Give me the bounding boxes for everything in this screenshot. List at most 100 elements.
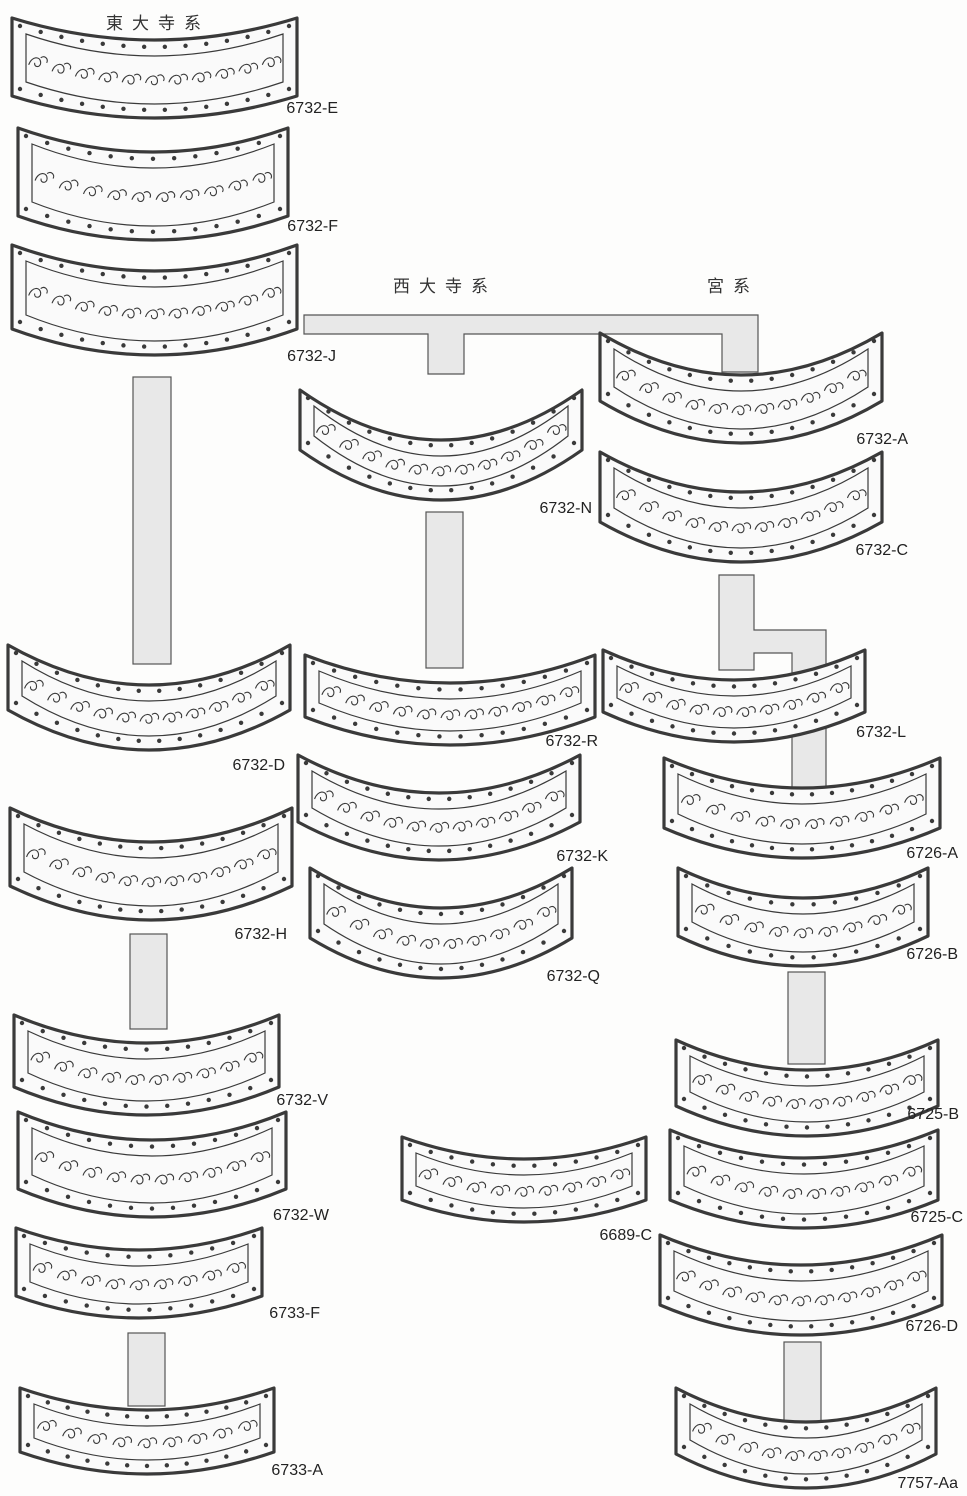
border-dot [357,950,361,954]
border-dot [702,1055,706,1059]
border-dot [57,894,61,898]
border-dot [783,1425,787,1429]
border-dot [911,1249,915,1253]
border-dot [103,1101,107,1105]
border-dot [16,814,20,818]
border-dot [224,1405,228,1409]
tile-label: 6725-C [853,1209,963,1227]
border-dot [87,151,91,155]
border-dot [729,378,733,382]
border-dot [64,1299,68,1303]
border-dot [316,929,320,933]
border-dot [269,1021,273,1025]
border-dot [768,1323,772,1327]
border-dot [810,420,814,424]
border-dot [345,780,349,784]
border-dot [870,784,874,788]
border-dot [142,45,146,49]
border-dot [850,1265,854,1269]
border-dot [77,837,81,841]
border-dot [124,1047,128,1051]
border-dot [890,779,894,783]
border-dot [192,1141,196,1145]
border-dot [459,966,463,970]
border-dot [150,1206,154,1210]
border-dot [377,957,381,961]
border-dot [743,1067,747,1071]
border-dot [851,524,855,528]
border-dot [708,377,712,381]
border-dot [865,1469,869,1473]
border-dot [245,333,249,337]
border-dot [43,1294,47,1298]
border-dot [551,409,555,413]
border-dot [408,486,412,490]
border-dot [585,708,589,712]
border-dot [831,533,835,537]
border-dot [690,827,694,831]
border-dot [244,1449,248,1453]
border-dot [851,350,855,354]
border-dot [105,1306,109,1310]
border-dot [564,668,568,672]
border-dot [562,874,566,878]
border-dot [865,1156,869,1160]
border-dot [911,1304,915,1308]
border-dot [686,1304,690,1308]
border-dot [522,727,526,731]
border-dot [711,684,715,688]
border-dot [729,551,733,555]
border-dot [829,1323,833,1327]
border-dot [543,675,547,679]
border-dot [850,788,854,792]
border-dot [163,275,167,279]
border-dot [723,1062,727,1066]
border-dot [326,454,330,458]
border-dot [408,1143,412,1147]
border-dot [80,102,84,106]
border-dot [711,731,715,735]
border-dot [710,779,714,783]
border-dot [488,844,492,848]
border-dot [336,885,340,889]
border-dot [670,819,674,823]
border-dot [844,1214,848,1218]
tile-label: 6732-C [798,542,908,560]
border-dot [469,486,473,490]
border-dot [686,1249,690,1253]
border-dot [870,839,874,843]
border-dot [810,847,814,851]
border-dot [769,377,773,381]
border-dot [118,844,122,848]
border-dot [885,1463,889,1467]
border-dot [183,44,187,48]
border-dot [282,877,286,881]
tile-label: 6732-W [219,1207,329,1225]
border-dot [204,105,208,109]
border-dot [408,441,412,445]
border-dot [429,443,433,447]
border-dot [264,1394,268,1398]
border-dot [690,772,694,776]
border-dot [374,680,378,684]
border-dot [891,1256,895,1260]
border-dot [235,146,239,150]
border-dot [667,367,671,371]
border-dot [45,141,49,145]
border-dot [789,1269,793,1273]
border-dot [449,1203,453,1207]
border-dot [439,912,443,916]
border-dot [101,105,105,109]
border-dot [790,955,794,959]
border-dot [647,360,651,364]
border-dot [829,1268,833,1272]
tile-label: 6732-J [226,348,336,366]
border-dot [204,272,208,276]
border-dot [543,722,547,726]
border-dot [855,656,859,660]
tile-drawing-6732-K [298,755,580,860]
border-dot [116,687,120,691]
border-dot [763,1474,767,1478]
border-dot [80,337,84,341]
border-dot [210,1299,214,1303]
